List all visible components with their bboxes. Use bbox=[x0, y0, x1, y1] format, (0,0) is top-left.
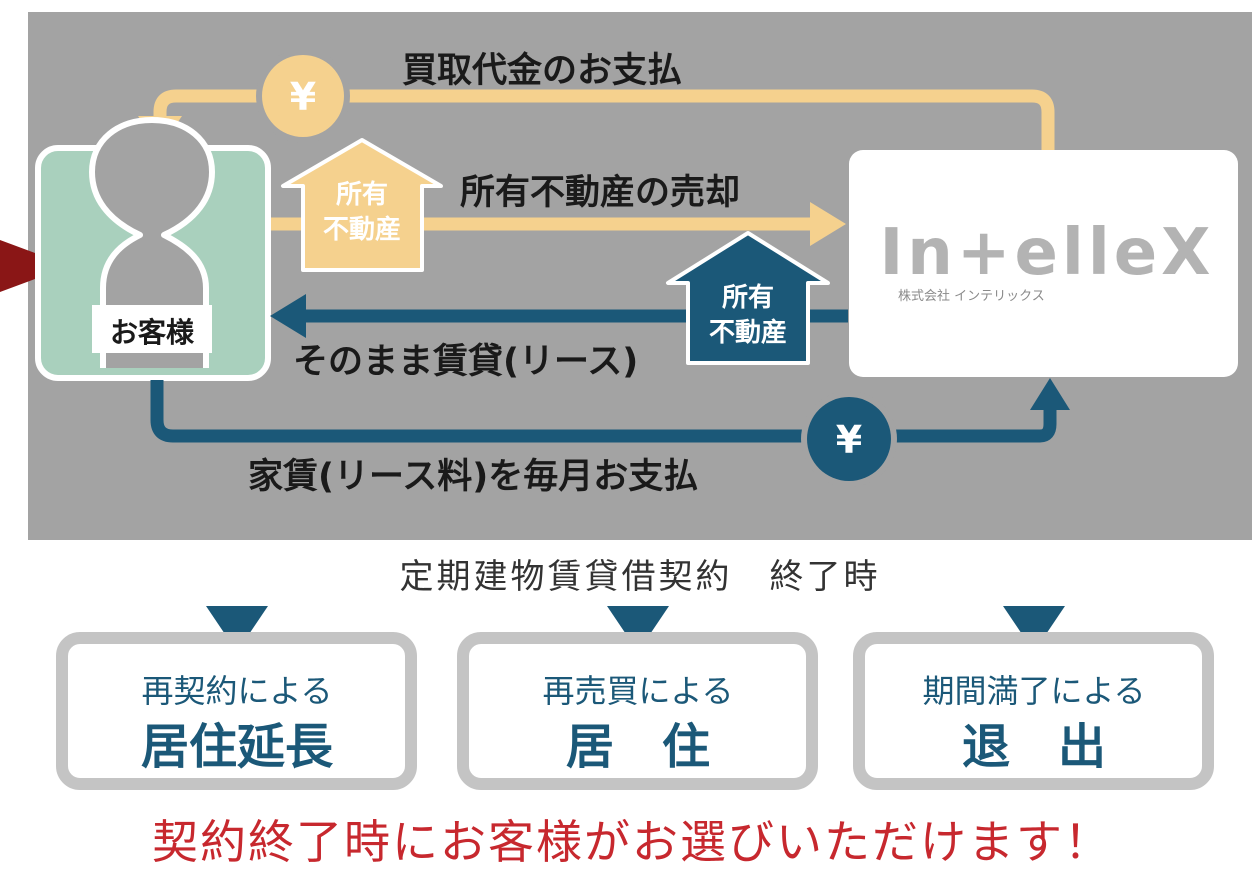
rent-label: 家賃(リース料)を毎月お支払 bbox=[248, 457, 698, 497]
contract-end-title: 定期建物賃貸借契約 終了時 bbox=[400, 557, 881, 597]
payment-arrow-line bbox=[153, 89, 1055, 150]
customer-label: お客様 bbox=[110, 316, 195, 349]
option-2-sub: 再売買による bbox=[542, 672, 733, 710]
customer-label-plate bbox=[92, 305, 212, 353]
lease-arrow-head bbox=[270, 294, 306, 338]
property-house-icon-lease bbox=[666, 231, 830, 365]
option-1-down-arrow-icon bbox=[206, 606, 268, 652]
payment-yen-circle bbox=[262, 55, 344, 137]
lease-label: そのまま賃貸(リース) bbox=[293, 342, 638, 382]
option-card-3 bbox=[853, 632, 1214, 790]
option-1-sub: 再契約による bbox=[141, 672, 332, 710]
company-box bbox=[849, 150, 1238, 377]
rent-arrow-head bbox=[1030, 378, 1070, 410]
option-2-main: 居 住 bbox=[566, 719, 710, 775]
sale-arrow-head bbox=[810, 202, 846, 246]
option-2-down-arrow-icon bbox=[607, 606, 669, 652]
rent-yen-icon: ¥ bbox=[836, 418, 862, 462]
company-name-small: 株式会社 インテリックス bbox=[898, 288, 1045, 304]
payment-label: 買取代金のお支払 bbox=[402, 50, 682, 91]
house-lease-line2: 不動産 bbox=[709, 317, 787, 348]
option-3-sub: 期間満了による bbox=[922, 672, 1145, 710]
option-card-1 bbox=[56, 632, 417, 790]
option-1-main: 居住延長 bbox=[141, 719, 334, 775]
rent-arrow-line bbox=[150, 380, 1057, 443]
option-3-main: 退 出 bbox=[962, 719, 1106, 775]
payment-yen-icon: ¥ bbox=[290, 75, 316, 119]
rent-yen-circle bbox=[807, 397, 891, 481]
house-sale-line2: 不動産 bbox=[323, 214, 401, 245]
property-house-icon-sale bbox=[281, 138, 443, 272]
contract-end-footer: 契約終了時にお客様がお選びいただけます！ bbox=[152, 815, 1112, 869]
option-card-2 bbox=[457, 632, 818, 790]
sale-label: 所有不動産の売却 bbox=[460, 173, 740, 213]
house-lease-line1: 所有 bbox=[722, 283, 774, 313]
company-logo: In+elleX bbox=[879, 216, 1214, 290]
house-sale-line1: 所有 bbox=[336, 180, 388, 210]
option-3-down-arrow-icon bbox=[1003, 606, 1065, 652]
